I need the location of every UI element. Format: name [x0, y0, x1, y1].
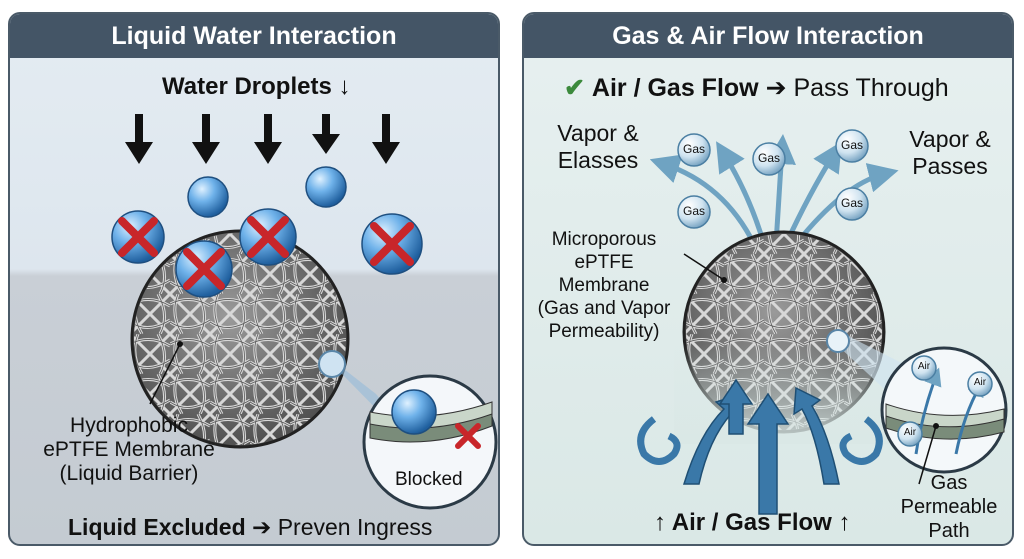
down-arrow-icon — [372, 114, 400, 164]
gas-bubble — [677, 133, 711, 167]
membrane-label-line: Microporous — [551, 229, 657, 250]
up-arrow-glyph: ↑ — [654, 509, 666, 536]
vapor-left-line: Vapor & — [557, 120, 639, 146]
blocked-label: Blocked — [395, 469, 463, 490]
path-label-line: Permeable — [900, 496, 998, 518]
blocked-droplet — [175, 240, 233, 298]
path-label-line: Gas — [930, 472, 968, 494]
membrane-label-line: (Gas and Vapor — [537, 298, 671, 319]
blocked-droplet — [111, 210, 165, 264]
caption-rest: Preven Ingress — [277, 514, 433, 540]
gas-bubble-label: Gas — [757, 151, 780, 165]
leader-dot — [721, 277, 727, 283]
gas-air-flow-panel: Gas & Air Flow Interaction — [522, 12, 1014, 546]
liquid-diagram — [111, 114, 498, 510]
caption-bold: Liquid Excluded — [68, 514, 246, 540]
leader-dot — [177, 341, 183, 347]
swirl-icon — [839, 416, 883, 465]
microporous-membrane-label: Microporous ePTFE Membrane (Gas and Vapo… — [528, 228, 680, 343]
air-bubble-label: Air — [973, 377, 987, 388]
gas-bubble — [677, 195, 711, 229]
swirl-icon — [637, 416, 681, 465]
up-arrow-icon — [746, 392, 790, 515]
air-flow-arrows — [682, 378, 840, 515]
gas-diagram — [637, 129, 1008, 515]
gas-bubble — [835, 187, 869, 221]
air-bubble-label: Air — [903, 427, 917, 438]
down-arrow-icon — [192, 114, 220, 164]
blocked-droplet — [239, 208, 297, 266]
down-arrow-icon — [254, 114, 282, 164]
gas-path-callout — [826, 329, 1008, 485]
up-arrow-icon — [718, 378, 754, 435]
right-arrow-glyph: ➔ — [765, 74, 787, 102]
path-label-line: Path — [928, 520, 970, 542]
air-bubble — [967, 371, 993, 397]
vapor-right-line: Vapor & — [909, 126, 991, 152]
gas-bubble-label: Gas — [840, 138, 863, 152]
vapor-right-line: Passes — [912, 153, 988, 179]
vapor-right-label: Vapor & Passes — [890, 126, 1010, 180]
membrane-label: Hydrophobic ePTFE Membrane (Liquid Barri… — [24, 414, 234, 486]
air-bubble — [911, 355, 937, 381]
path-leader-line — [918, 425, 937, 485]
membrane-label-line: (Liquid Barrier) — [59, 462, 199, 485]
blocked-droplet — [361, 213, 423, 275]
swirl-icons — [637, 416, 883, 465]
water-droplet — [187, 176, 229, 218]
gas-permeable-path-label: Gas Permeable Path — [884, 471, 1012, 543]
vapor-left-label: Vapor & Elasses — [538, 120, 658, 174]
gas-bubble-label: Gas — [682, 142, 705, 156]
blocked-callout — [318, 350, 498, 510]
air-gas-flow-caption: ↑ Air / Gas Flow ↑ — [654, 509, 850, 537]
downward-arrow-icons — [125, 114, 400, 164]
membrane-label-line: Membrane — [558, 275, 650, 296]
air-gas-flow-headline: ✔ Air / Gas Flow ➔ Pass Through — [564, 73, 949, 103]
liquid-panel-title: Liquid Water Interaction — [10, 14, 498, 58]
gas-bubble-label: Gas — [682, 204, 705, 218]
vapor-left-line: Elasses — [557, 147, 639, 173]
down-arrow-glyph: ↓ — [338, 73, 351, 100]
headline-bold: Air / Gas Flow — [591, 74, 759, 102]
blocked-x-icon — [455, 423, 481, 449]
gas-panel-title: Gas & Air Flow Interaction — [524, 14, 1012, 58]
up-arrow-icon — [793, 386, 840, 485]
water-droplets-label: Water Droplets ↓ — [162, 73, 350, 101]
membrane-leader-line — [683, 253, 725, 281]
membrane-disc — [674, 230, 894, 444]
membrane-label-line: Hydrophobic — [70, 414, 188, 437]
gas-bubble-label: Gas — [840, 196, 863, 210]
water-droplet — [305, 166, 347, 208]
down-arrow-icon — [312, 114, 340, 154]
caption-text: Air / Gas Flow — [671, 509, 832, 536]
membrane-leader-line — [149, 343, 181, 405]
down-arrow-icon — [125, 114, 153, 164]
gas-bubble — [835, 129, 869, 163]
water-droplets-text: Water Droplets — [162, 73, 332, 100]
check-icon: ✔ — [564, 74, 585, 102]
gas-bubble — [752, 142, 786, 176]
air-bubble — [897, 421, 923, 447]
right-arrow-glyph: ➔ — [252, 514, 272, 540]
liquid-water-panel: Liquid Water Interaction — [8, 12, 500, 546]
vapor-arrow — [649, 154, 757, 246]
membrane-label-line: ePTFE — [574, 252, 634, 273]
liquid-excluded-caption: Liquid Excluded ➔ Preven Ingress — [68, 514, 432, 541]
up-arrow-glyph: ↑ — [838, 509, 851, 536]
air-bubble-label: Air — [917, 361, 931, 372]
membrane-label-line: ePTFE Membrane — [43, 438, 215, 461]
membrane-label-line: Permeability) — [548, 321, 660, 342]
headline-rest: Pass Through — [793, 74, 949, 102]
